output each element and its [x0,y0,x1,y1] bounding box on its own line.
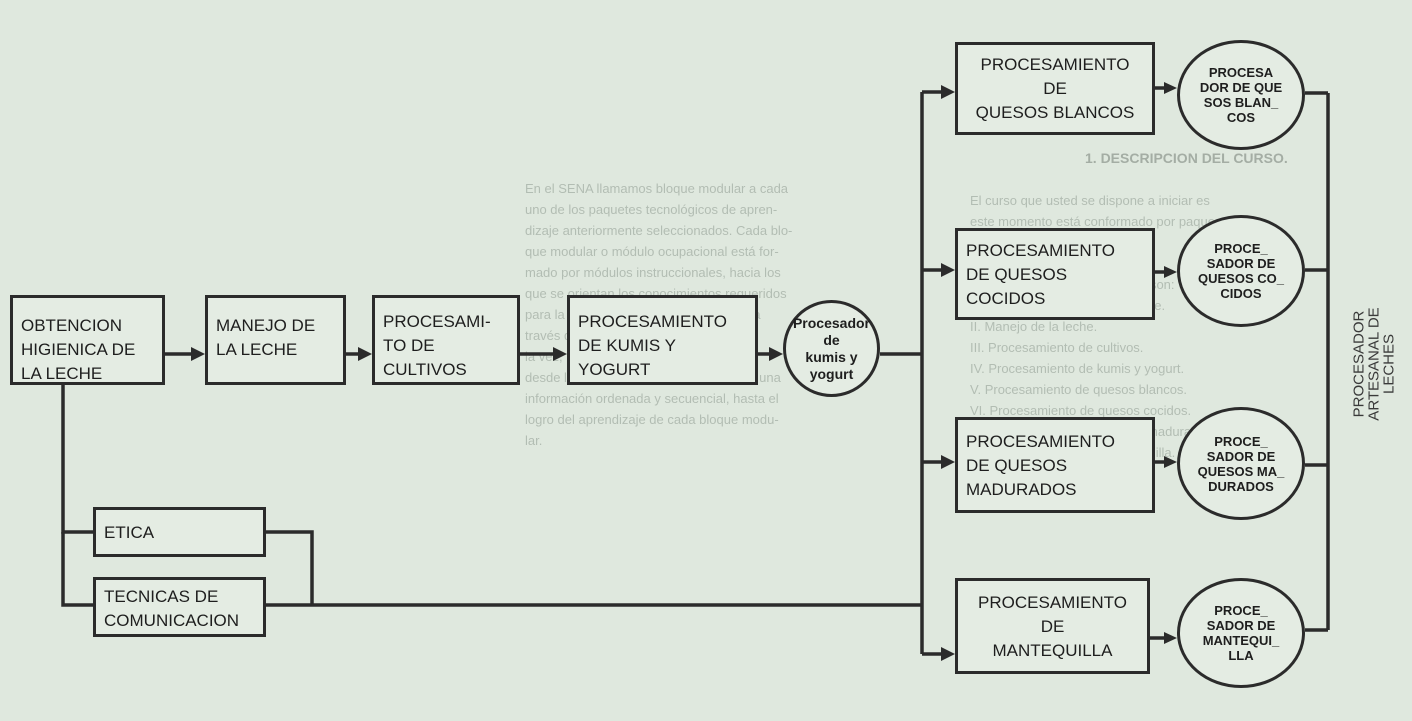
node-procesamiento-cultivos: PROCESAMI- TO DE CULTIVOS [372,295,520,385]
node-procesador-blancos: PROCESA DOR DE QUE SOS BLAN_ COS [1177,40,1305,150]
node-manejo-leche: MANEJO DE LA LECHE [205,295,346,385]
node-quesos-madurados: PROCESAMIENTO DE QUESOS MADURADOS [955,417,1155,513]
node-procesador-mantequilla: PROCE_ SADOR DE MANTEQUI_ LLA [1177,578,1305,688]
node-obtencion-higienica: OBTENCION HIGIENICA DE LA LECHE [10,295,165,385]
edge-obtencion-tecnicas [61,532,93,607]
arrowhead [1164,266,1177,278]
arrowhead [1164,456,1177,468]
node-procesador-cocidos: PROCE_ SADOR DE QUESOS CO_ CIDOS [1177,215,1305,327]
node-procesamiento-kumis: PROCESAMIENTO DE KUMIS Y YOGURT [567,295,758,385]
arrowhead [1164,82,1177,94]
arrowhead [769,347,783,361]
node-tecnicas-comunicacion: TECNICAS DE COMUNICACION [93,577,266,637]
node-quesos-blancos: PROCESAMIENTO DE QUESOS BLANCOS [955,42,1155,135]
edge-etica-bus [266,530,314,605]
edge-obtencion-etica [61,384,93,534]
node-etica: ETICA [93,507,266,557]
arrowhead [941,647,955,661]
arrowhead [941,263,955,277]
arrowhead [191,347,205,361]
arrowhead [553,347,567,361]
node-mantequilla: PROCESAMIENTO DE MANTEQUILLA [955,578,1150,674]
arrowhead [1164,632,1177,644]
arrowhead [358,347,372,361]
node-procesador-artesanal: PROCESADOR ARTESANAL DE LECHES [1350,307,1398,421]
node-quesos-cocidos: PROCESAMIENTO DE QUESOS COCIDOS [955,228,1155,320]
node-procesador-madurados: PROCE_ SADOR DE QUESOS MA_ DURADOS [1177,407,1305,520]
node-procesador-kumis: Procesador de kumis y yogurt [783,300,880,397]
arrowhead [941,85,955,99]
background-heading: 1. DESCRIPCION DEL CURSO. [1085,150,1288,166]
arrowhead [941,455,955,469]
